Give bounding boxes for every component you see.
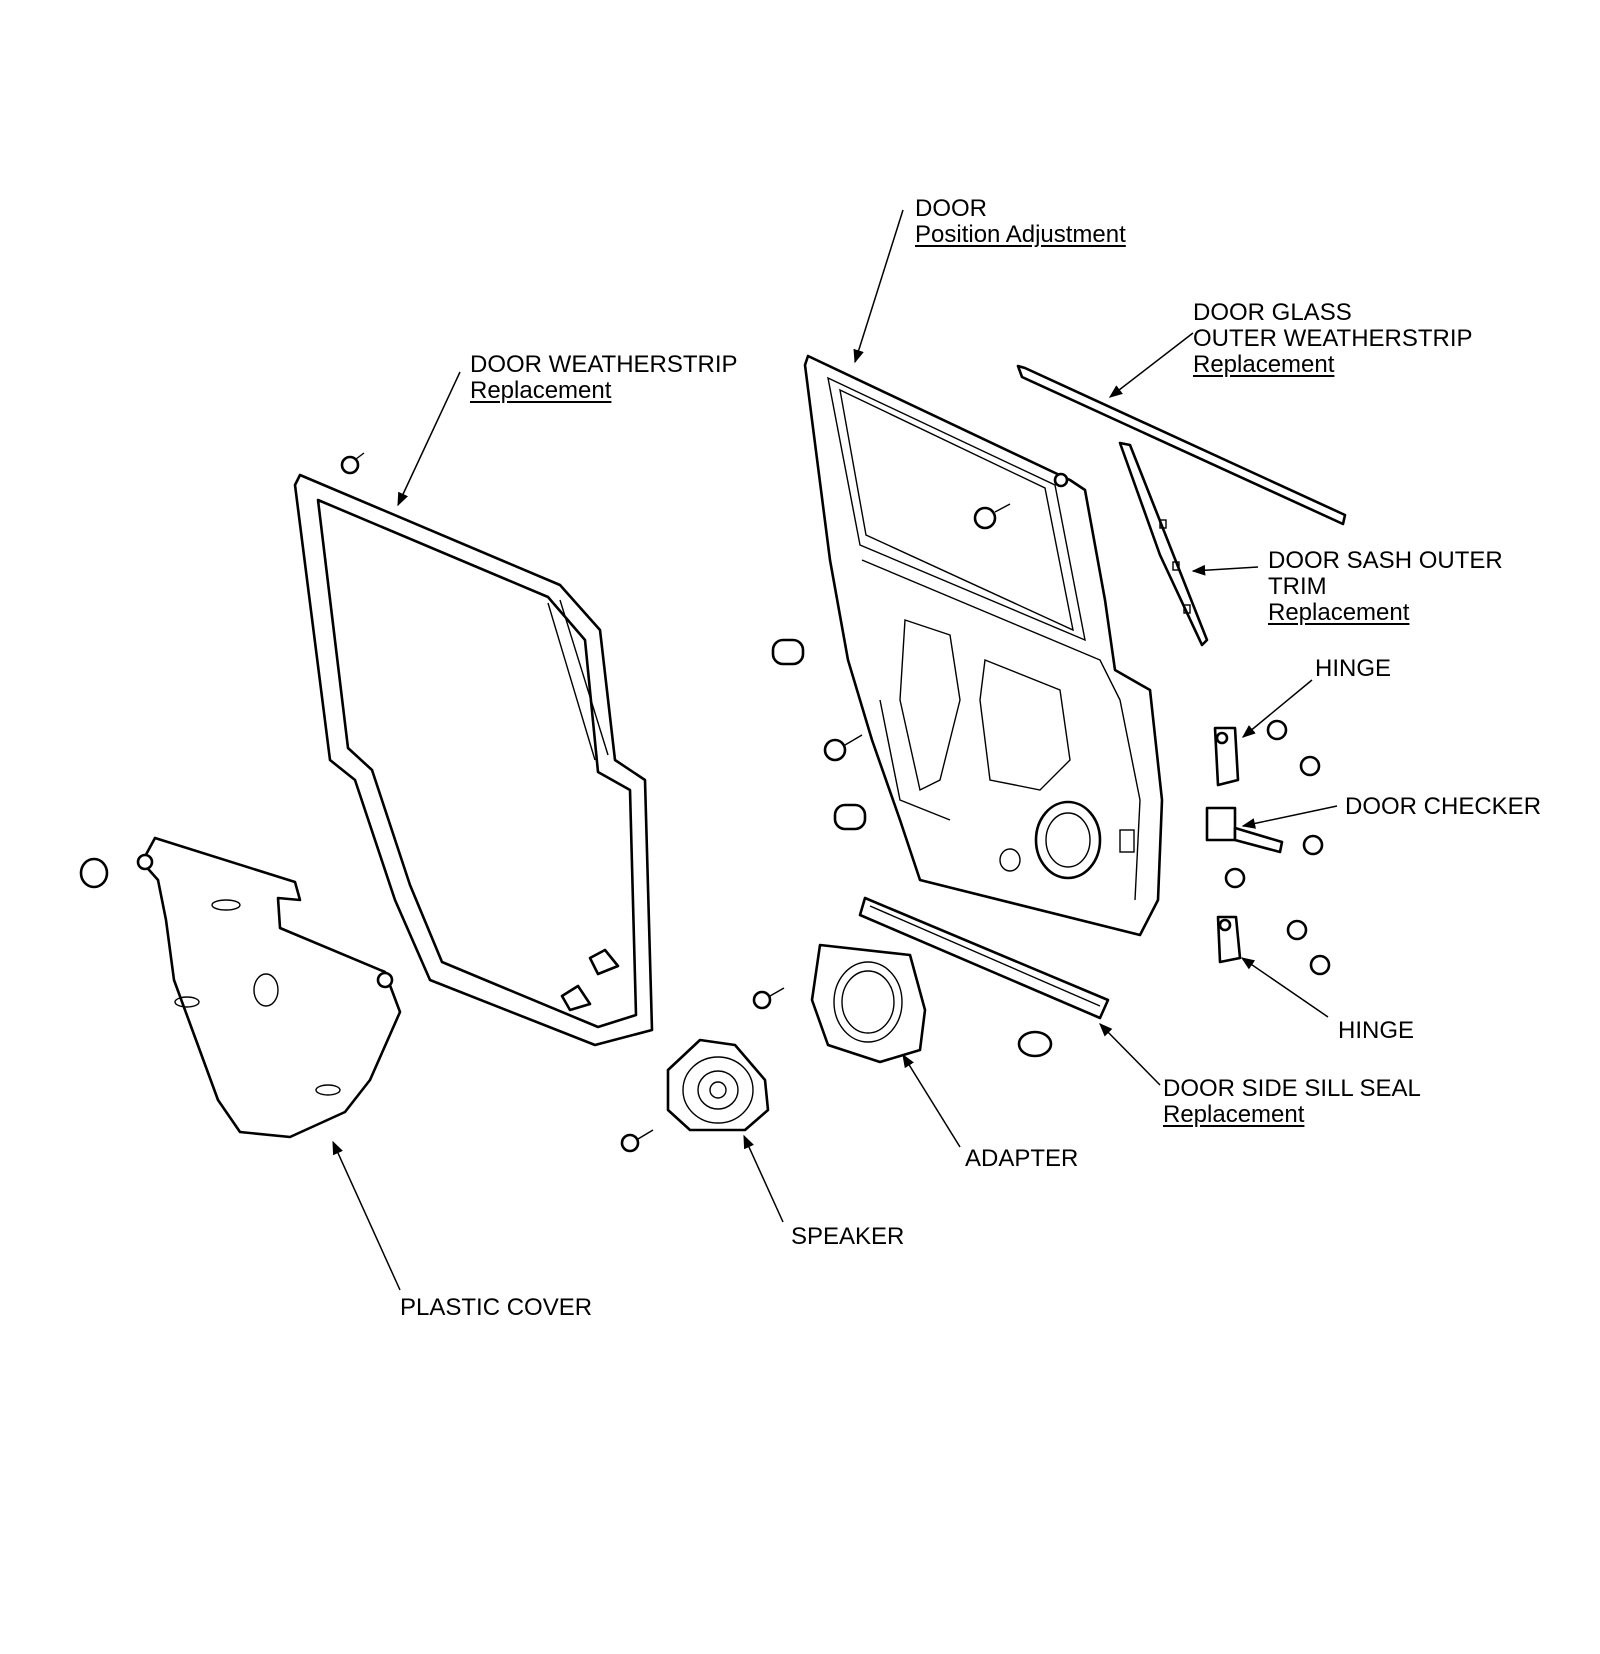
cover-clip-grommet xyxy=(79,857,109,889)
label-door: DOOR Position Adjustment xyxy=(915,196,1126,248)
door-bolt-mid xyxy=(823,734,863,762)
glass-weatherstrip-line1: DOOR GLASS xyxy=(1193,299,1352,326)
sash-trim-line2: TRIM xyxy=(1268,573,1327,600)
label-speaker: SPEAKER xyxy=(791,1224,904,1250)
door-part xyxy=(803,354,1164,937)
hinge-lower-part xyxy=(1216,915,1331,976)
label-door-weatherstrip: DOOR WEATHERSTRIP Replacement xyxy=(470,352,738,404)
door-bolt-top xyxy=(973,503,1011,530)
speaker-text: SPEAKER xyxy=(791,1223,905,1250)
adapter-text: ADAPTER xyxy=(965,1145,1079,1172)
door-checker-text: DOOR CHECKER xyxy=(1345,793,1542,820)
adapter-screw xyxy=(752,987,785,1010)
door-weatherstrip-link-replacement[interactable]: Replacement xyxy=(470,377,612,404)
glass-weatherstrip-line2: OUTER WEATHERSTRIP xyxy=(1193,325,1473,352)
label-adapter: ADAPTER xyxy=(965,1146,1078,1172)
glass-weatherstrip-part xyxy=(1016,364,1347,526)
sill-seal-link-replacement[interactable]: Replacement xyxy=(1163,1101,1305,1128)
label-door-checker: DOOR CHECKER xyxy=(1345,794,1541,820)
weatherstrip-clip-bottom-2 xyxy=(560,984,592,1012)
hinge-upper-text: HINGE xyxy=(1315,655,1392,682)
label-hinge-upper: HINGE xyxy=(1315,656,1391,682)
sash-trim-line1: DOOR SASH OUTER xyxy=(1268,547,1503,574)
door-weatherstrip-part xyxy=(293,473,654,1047)
weatherstrip-clip-top xyxy=(340,452,365,475)
door-link-position-adjustment[interactable]: Position Adjustment xyxy=(915,221,1126,248)
label-hinge-lower: HINGE xyxy=(1338,1018,1414,1044)
sash-trim-part xyxy=(1118,441,1209,647)
label-door-sash-outer-trim: DOOR SASH OUTER TRIM Replacement xyxy=(1268,548,1503,626)
door-plug-2 xyxy=(833,803,867,831)
door-plug-1 xyxy=(771,638,805,666)
label-door-side-sill-seal: DOOR SIDE SILL SEAL Replacement xyxy=(1163,1076,1421,1128)
plastic-cover-text: PLASTIC COVER xyxy=(400,1294,593,1321)
speaker-screw xyxy=(620,1129,654,1153)
sill-clip xyxy=(1017,1030,1053,1058)
sill-seal-name: DOOR SIDE SILL SEAL xyxy=(1163,1075,1421,1102)
door-name: DOOR xyxy=(915,195,987,222)
plastic-cover-part xyxy=(136,836,402,1139)
label-door-glass-outer-weatherstrip: DOOR GLASS OUTER WEATHERSTRIP Replacemen… xyxy=(1193,300,1473,378)
speaker-part xyxy=(666,1038,770,1132)
adapter-part xyxy=(810,943,927,1064)
hinge-lower-text: HINGE xyxy=(1338,1017,1415,1044)
weatherstrip-clip-bottom-1 xyxy=(588,948,620,976)
glass-weatherstrip-link-replacement[interactable]: Replacement xyxy=(1193,351,1335,378)
door-checker-part xyxy=(1205,806,1324,889)
sash-trim-link-replacement[interactable]: Replacement xyxy=(1268,599,1410,626)
label-plastic-cover: PLASTIC COVER xyxy=(400,1295,592,1321)
door-weatherstrip-name: DOOR WEATHERSTRIP xyxy=(470,351,738,378)
leader-lines xyxy=(332,209,1338,1291)
sill-seal-part xyxy=(858,896,1110,1020)
hinge-upper-part xyxy=(1213,719,1321,787)
